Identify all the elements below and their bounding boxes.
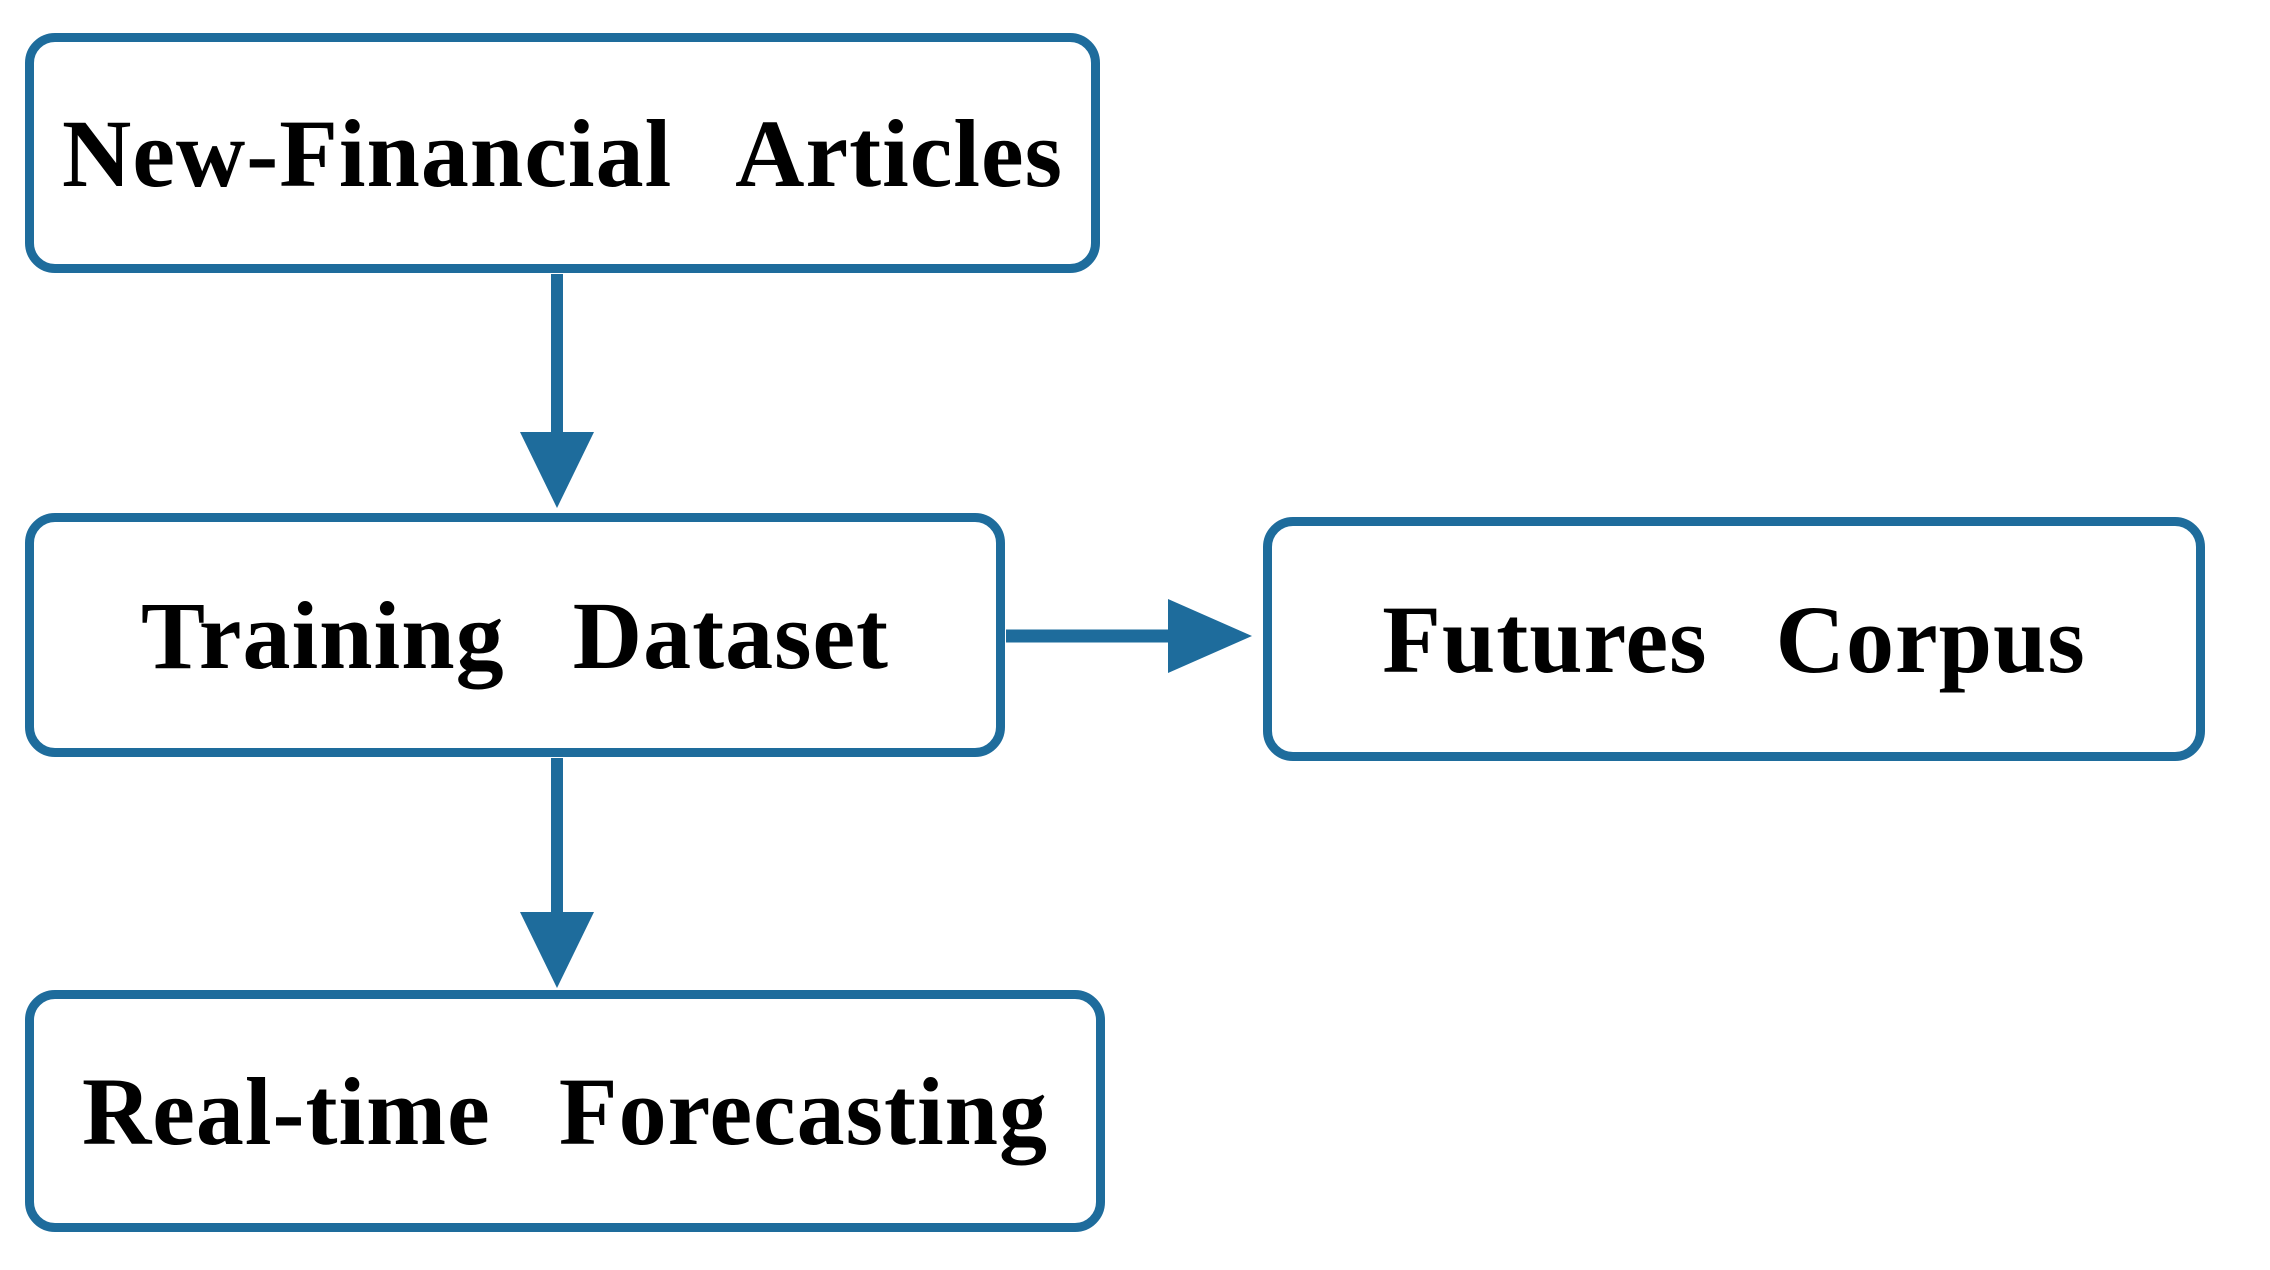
connector-arrow-articles-to-dataset <box>520 274 594 508</box>
node-training-dataset: Training Dataset <box>25 513 1005 757</box>
node-label: Futures Corpus <box>1382 585 2086 693</box>
node-real-time-forecasting: Real-time Forecasting <box>25 990 1105 1232</box>
node-label: Real-time Forecasting <box>81 1057 1049 1165</box>
connector-arrow-dataset-to-forecasting <box>520 758 594 988</box>
node-label: New-Financial Articles <box>61 99 1063 207</box>
node-label: Training Dataset <box>140 581 890 689</box>
connector-arrow-dataset-to-corpus <box>1006 599 1252 673</box>
node-futures-corpus: Futures Corpus <box>1263 517 2205 761</box>
node-new-financial-articles: New-Financial Articles <box>25 33 1100 273</box>
